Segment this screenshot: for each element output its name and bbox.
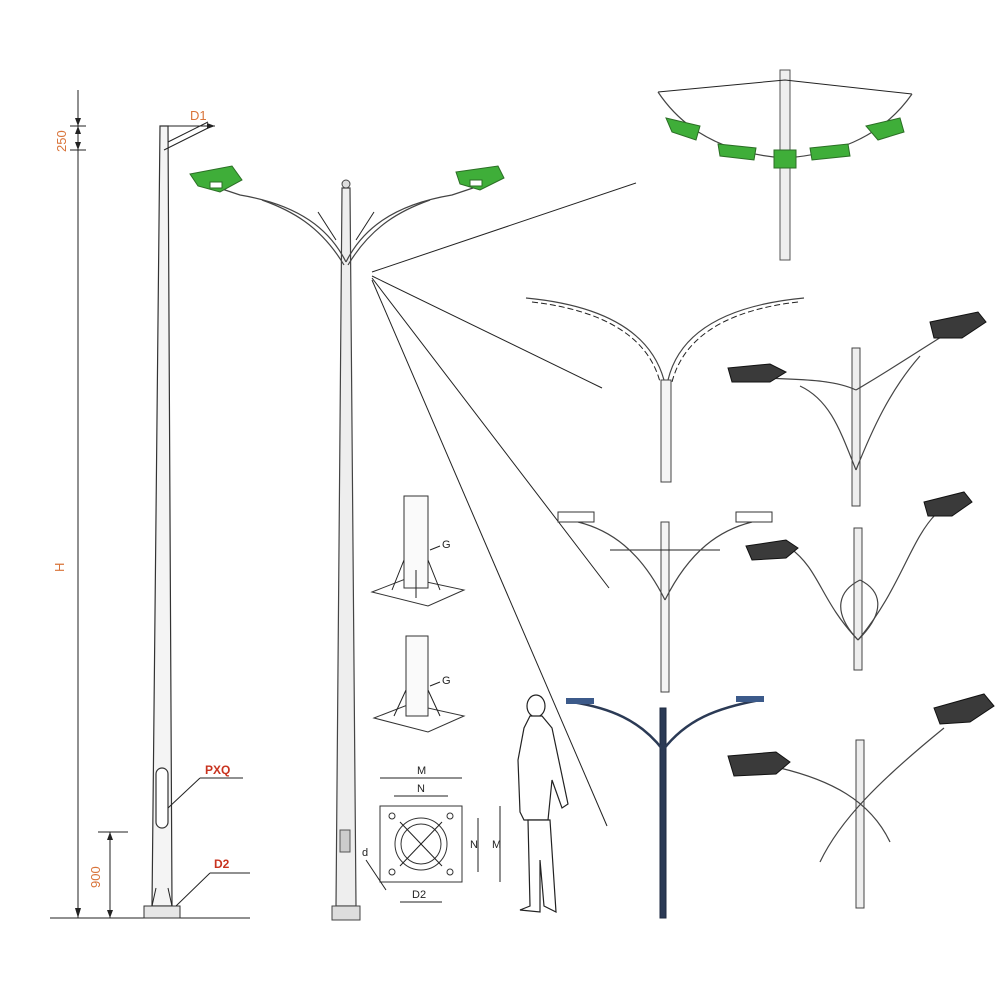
variant-navy-pole — [566, 696, 764, 919]
flange-side-inner-label: N — [470, 839, 478, 851]
service-door — [155, 767, 169, 829]
variant-lower-left-lamp — [727, 751, 791, 777]
variant-lamp-4 — [865, 117, 905, 141]
top-offset-label: 250 — [54, 130, 69, 152]
flange-upper-gusset-label: G — [442, 539, 451, 551]
variant-white-left-lamp — [557, 511, 595, 523]
callout-lines — [371, 182, 637, 827]
double-arm-street-light-pole-icon — [189, 165, 505, 921]
top-diameter-label: D1 — [190, 108, 207, 123]
variant-upper-left-lamp — [727, 363, 788, 383]
flange-width-outer-label: M — [417, 765, 426, 777]
variant-line-arm — [525, 297, 805, 483]
variant-upper-right-lamp — [929, 311, 987, 339]
main-left-lamp — [189, 165, 243, 193]
flange-side-outer-label: M — [492, 839, 501, 851]
variant-lamp-2 — [717, 143, 757, 161]
variant-navy-right-lamp — [736, 696, 764, 702]
main-right-arm — [345, 184, 483, 263]
flange-hole-dim-label: d — [362, 847, 368, 859]
flange-lower-gusset-label: G — [442, 675, 451, 687]
variant-dark-lamps-lower — [727, 693, 995, 909]
dimension-drawing: 250 H 900 D1 PXQ D2 — [50, 90, 250, 919]
variant-navy-left-lamp — [566, 698, 594, 704]
variant-white-lamps — [557, 511, 773, 693]
flange-detail-lower: G — [372, 635, 466, 733]
variant-white-right-lamp — [735, 511, 773, 523]
variant-lower-right-lamp — [933, 693, 995, 725]
flange-bolt-circle-label: D2 — [412, 889, 426, 901]
variant-middle-left-lamp — [745, 539, 799, 561]
service-door-label: PXQ — [205, 763, 230, 777]
base-diameter-label: D2 — [214, 857, 230, 871]
standing-person-figure-icon — [517, 694, 569, 914]
main-right-lamp — [455, 165, 505, 191]
variant-lamp-3 — [809, 143, 851, 161]
main-left-arm — [209, 184, 347, 263]
variant-lamp-1 — [665, 117, 701, 141]
variant-dark-lamps-middle — [745, 491, 973, 671]
main-pole-shaft — [335, 187, 357, 907]
flange-plan-view: M N N M D2 d — [362, 765, 501, 903]
variant-four-lamp-pole — [657, 69, 913, 261]
flange-width-inner-label: N — [417, 783, 425, 795]
flange-detail-upper: G — [370, 495, 466, 607]
variant-dark-lamps-upper — [727, 311, 987, 507]
variant-middle-right-lamp — [923, 491, 973, 517]
height-label: H — [52, 563, 67, 572]
door-height-label: 900 — [88, 866, 103, 888]
pole-base-plate — [143, 905, 181, 919]
